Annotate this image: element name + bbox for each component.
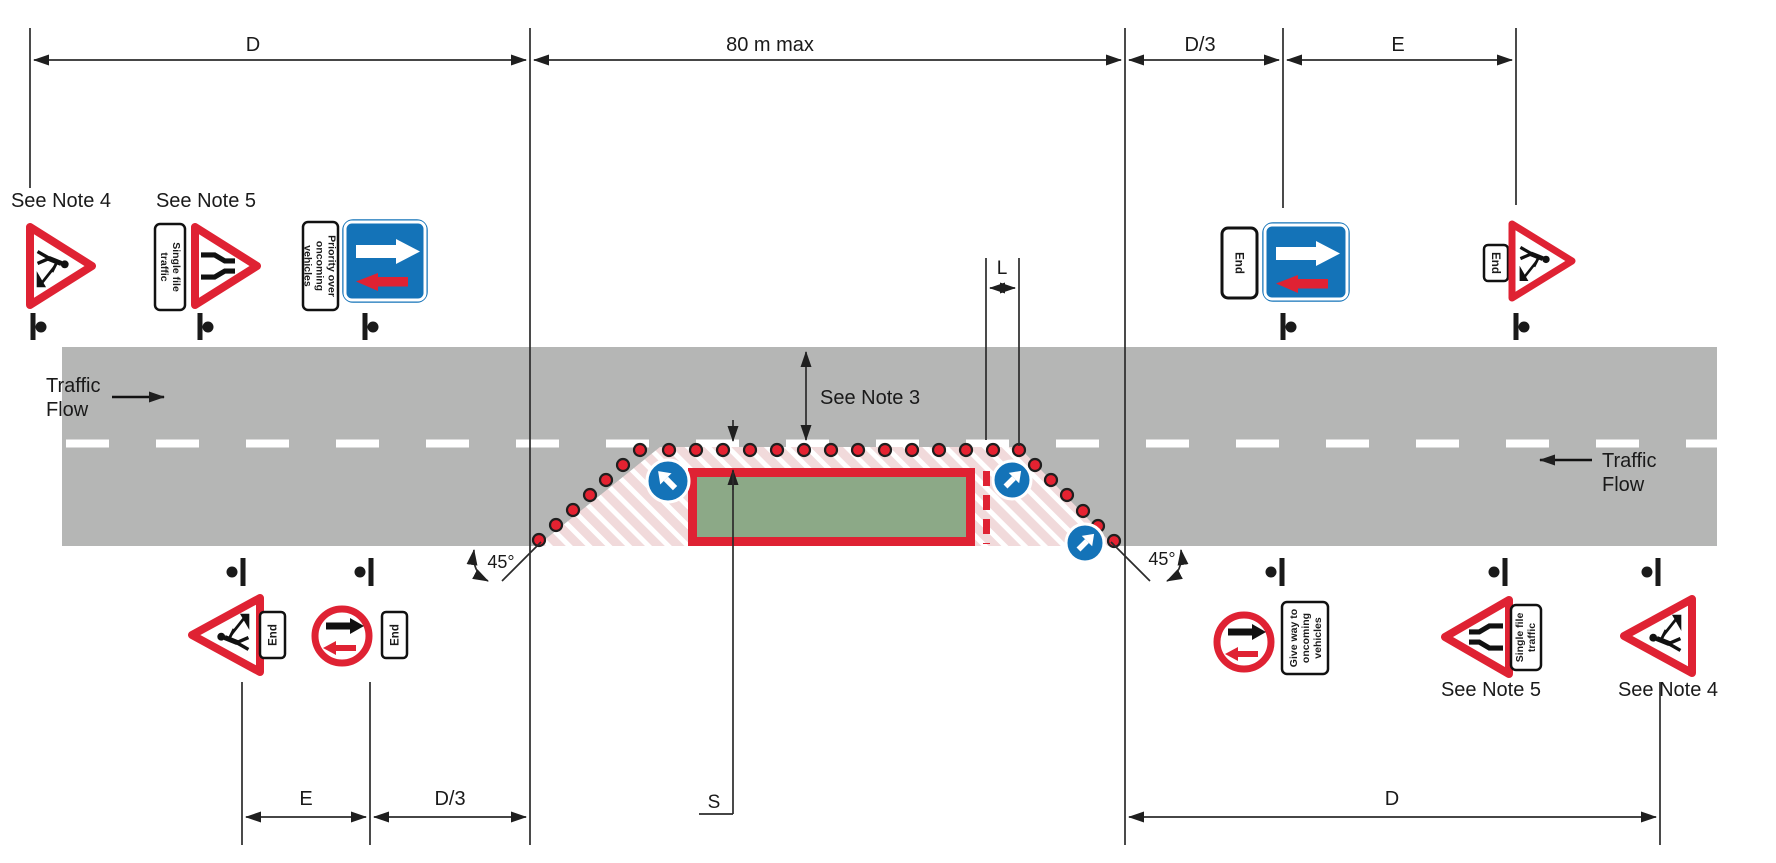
plate-line: oncoming	[1300, 613, 1312, 663]
post	[354, 558, 374, 586]
give-way-to-oncoming-sign-bottom-left	[311, 605, 373, 667]
traffic-flow-right-line2: Flow	[1602, 474, 1645, 496]
priority-over-oncoming-sign-top-left	[342, 219, 428, 303]
post	[362, 313, 379, 340]
top-dimension-chain: D 80 m max D/3 E	[33, 34, 1513, 66]
end-label: End	[1489, 252, 1501, 274]
post	[1488, 558, 1508, 586]
plate-line: Single file	[1514, 613, 1526, 663]
plate-line: vehicles	[302, 245, 314, 287]
road-narrows-warning-sign-top-left	[191, 223, 261, 309]
roadworks-warning-sign-top-right	[1508, 220, 1576, 302]
road-narrows-warning-sign-bottom-right	[1441, 596, 1513, 678]
dim-label-d-bottom: D	[1385, 788, 1399, 810]
taper-angle-right: 45°	[1110, 541, 1189, 582]
angle-label-right: 45°	[1148, 549, 1175, 569]
traffic-flow-right: Traffic Flow	[1539, 450, 1656, 496]
dim-label-d-top: D	[246, 34, 260, 56]
plate-line: Single file	[170, 242, 182, 292]
s-label: S	[708, 792, 721, 813]
plate-line: traffic	[1526, 623, 1538, 652]
red-left-arrow-icon	[356, 273, 408, 291]
give-way-to-oncoming-sign-bottom-right	[1213, 611, 1275, 673]
post	[1513, 313, 1530, 340]
keep-left-roundel-right-taper-1	[991, 459, 1033, 501]
white-right-arrow-icon	[1276, 241, 1340, 266]
red-left-arrow-icon	[1225, 647, 1258, 661]
priority-plate-top-left: Priority over oncoming vehicles	[302, 220, 340, 312]
s-dimension: S	[699, 420, 739, 815]
reference-lines	[29, 28, 1661, 845]
give-way-plate-bottom-right: Give way to oncoming vehicles	[1280, 600, 1330, 676]
end-plate-top-right-2: End	[1482, 243, 1510, 283]
post	[1280, 313, 1297, 340]
angle-label-left: 45°	[487, 552, 514, 572]
see-note-5-label-top: See Note 5	[156, 190, 256, 212]
see-note-3-label: See Note 3	[820, 387, 920, 409]
post	[1265, 558, 1285, 586]
roadworks-warning-sign-top-left	[26, 223, 96, 309]
single-file-plate-top-left: Single file traffic	[153, 222, 187, 312]
keep-right-roundel-left-taper	[645, 458, 691, 504]
post	[1641, 558, 1661, 586]
end-label: End	[1233, 252, 1245, 274]
plate-line: vehicles	[1312, 617, 1324, 659]
plate-line: oncoming	[314, 241, 326, 291]
plate-line: Give way to	[1288, 609, 1300, 667]
black-right-arrow-icon	[1228, 624, 1266, 640]
end-plate-bottom-left-2: End	[380, 610, 409, 660]
black-right-arrow-icon	[326, 618, 364, 634]
traffic-flow-left-line1: Traffic	[46, 375, 100, 397]
bottom-dimension-chains: E D/3 D	[245, 788, 1657, 823]
dim-label-e-bottom: E	[299, 788, 312, 810]
plate-line: Priority over	[326, 235, 338, 297]
end-label: End	[390, 624, 402, 646]
keep-left-roundel-right-taper-2	[1064, 522, 1106, 564]
red-left-arrow-icon	[323, 641, 356, 655]
dim-label-d3-top: D/3	[1184, 34, 1215, 56]
l-dimension: L	[989, 258, 1016, 294]
post	[30, 313, 47, 340]
see-note-4-label-top: See Note 4	[11, 190, 111, 212]
end-label: End	[268, 624, 280, 646]
white-right-arrow-icon	[356, 239, 420, 264]
single-file-plate-bottom-right: Single file traffic	[1509, 603, 1543, 672]
see-note-3-annotation: See Note 3	[800, 351, 920, 441]
post	[197, 313, 214, 340]
red-left-arrow-icon	[1276, 275, 1328, 293]
dim-label-d3-bottom: D/3	[434, 788, 465, 810]
priority-over-oncoming-sign-top-right	[1262, 222, 1350, 302]
cone-row	[531, 442, 1122, 549]
dim-label-e-top: E	[1391, 34, 1404, 56]
see-note-4-label-bottom: See Note 4	[1618, 679, 1718, 701]
taper-angle-left: 45°	[466, 541, 542, 582]
traffic-flow-right-line1: Traffic	[1602, 450, 1656, 472]
roadworks-warning-sign-bottom-right	[1620, 595, 1696, 677]
end-plate-bottom-left-1: End	[258, 610, 287, 660]
dim-label-80m: 80 m max	[726, 34, 814, 56]
l-label: L	[997, 258, 1008, 279]
traffic-flow-left: Traffic Flow	[46, 375, 165, 421]
works-area	[688, 468, 975, 546]
sign-posts	[30, 313, 1661, 586]
plate-line: traffic	[158, 252, 170, 281]
post	[226, 558, 246, 586]
traffic-flow-left-line2: Flow	[46, 399, 89, 421]
end-plate-top-right-1: End	[1220, 226, 1259, 300]
see-note-5-label-bottom: See Note 5	[1441, 679, 1541, 701]
